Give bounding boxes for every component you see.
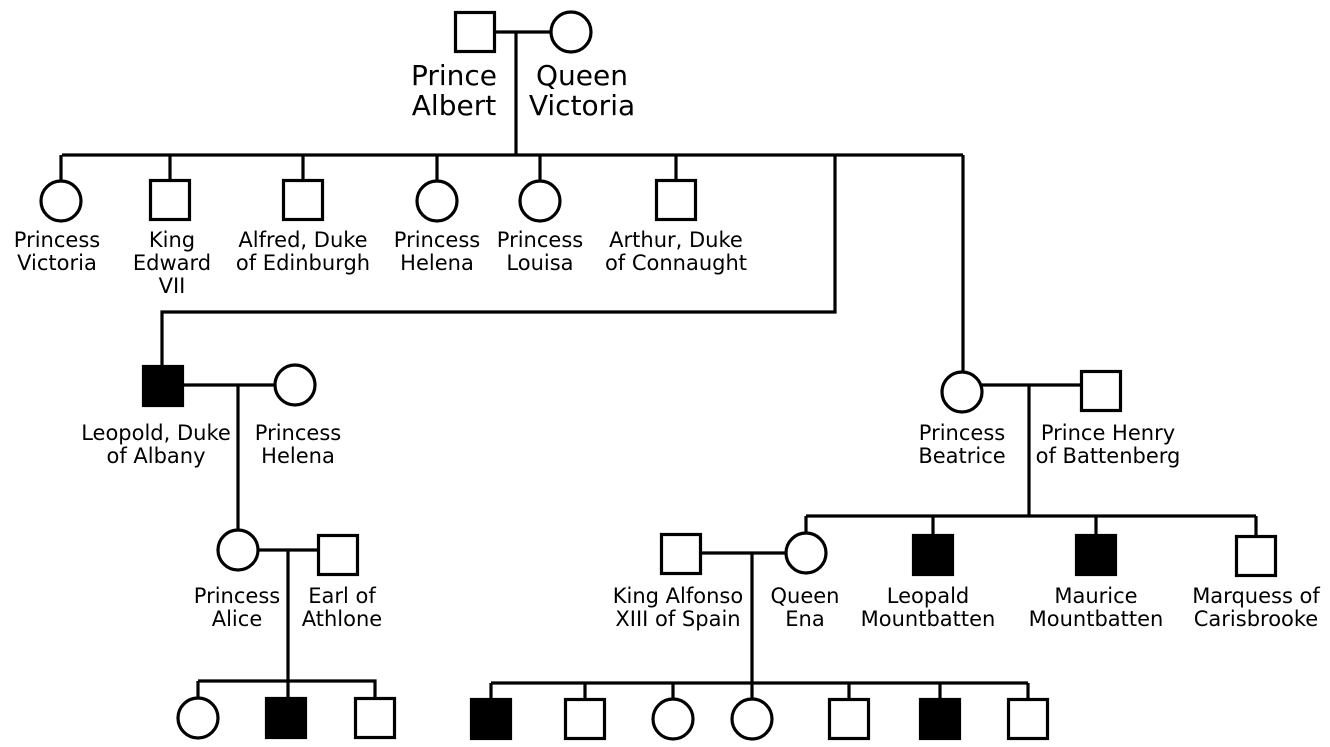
label-line: of Connaught — [605, 251, 747, 275]
spain-child-square — [827, 697, 871, 741]
person-nodes — [39, 10, 1278, 741]
label-line: Arthur, Duke — [609, 228, 743, 252]
label-line: Carisbrooke — [1194, 607, 1318, 631]
spain-child-circle — [651, 697, 695, 741]
label-line: Athlone — [302, 607, 382, 631]
label-line: Prince Henry — [1041, 421, 1175, 445]
person-helena-waldeck-circle — [273, 363, 317, 407]
label-line: VII — [159, 274, 186, 298]
label-line: King — [149, 228, 195, 252]
label-line: Prince — [411, 59, 497, 92]
label-line: Princess — [194, 584, 280, 608]
spain-child-square — [563, 697, 607, 741]
person-henry-square — [1079, 369, 1123, 413]
label-line: Helena — [400, 251, 474, 275]
label-line: Leopald — [887, 584, 969, 608]
connector-lines — [59, 30, 1258, 700]
label-line: Princess — [497, 228, 583, 252]
person-victoria-circle — [549, 10, 593, 54]
label-line: Earl of — [308, 584, 376, 608]
branch-line-leopold — [160, 155, 837, 366]
label-line: Marquess of — [1192, 584, 1320, 608]
person-helena-circle — [415, 179, 459, 223]
spain-child-square-affected — [918, 697, 962, 741]
label-line: Princess — [14, 228, 100, 252]
person-alfred-square — [281, 178, 325, 222]
label-line: of Edinburgh — [236, 251, 370, 275]
label-line: Queen — [771, 584, 840, 608]
label-line: Maurice — [1054, 584, 1137, 608]
person-edward-square — [148, 178, 192, 222]
person-ena-circle — [784, 531, 828, 575]
sibship-line-battenberg — [804, 514, 1258, 536]
person-beatrice-circle — [940, 370, 984, 414]
person-maurice-m-square-affected — [1074, 533, 1118, 577]
label-line: Alice — [212, 607, 263, 631]
label-line: Mountbatten — [861, 607, 996, 631]
label-line: Victoria — [529, 89, 635, 122]
athlone-child-circle — [176, 696, 220, 740]
label-line: Queen — [536, 59, 628, 92]
label-line: Albert — [412, 89, 496, 122]
label-line: Mountbatten — [1029, 607, 1164, 631]
person-arthur-square — [654, 178, 698, 222]
athlone-child-square — [353, 696, 397, 740]
label-line: Helena — [261, 444, 335, 468]
label-line: Princess — [255, 421, 341, 445]
label-line: of Battenberg — [1036, 444, 1181, 468]
person-alice-circle — [216, 528, 260, 572]
person-princess-victoria-circle — [39, 179, 83, 223]
label-line: Louisa — [506, 251, 573, 275]
label-line: Leopold, Duke — [81, 421, 231, 445]
person-leopold-m-square-affected — [911, 533, 955, 577]
label-line: Ena — [785, 607, 824, 631]
sibship-line-athlone — [196, 679, 377, 699]
label-line: Alfred, Duke — [238, 228, 367, 252]
label-line: Princess — [394, 228, 480, 252]
athlone-child-square-affected — [264, 696, 308, 740]
spain-child-circle — [730, 697, 774, 741]
label-line: Beatrice — [918, 444, 1005, 468]
person-albert-square — [453, 10, 497, 54]
label-line: Edward — [133, 251, 211, 275]
spain-child-square — [1006, 697, 1050, 741]
label-line: Victoria — [17, 251, 97, 275]
label-line: Princess — [919, 421, 1005, 445]
person-leopold-square-affected — [141, 364, 185, 408]
spain-child-square-affected — [469, 697, 513, 741]
person-louisa-circle — [518, 179, 562, 223]
label-line: King Alfonso — [613, 584, 743, 608]
person-athlone-square — [316, 533, 360, 577]
person-alfonso-square — [659, 532, 703, 576]
person-carisbrooke-square — [1234, 534, 1278, 578]
sibship-line-spain — [489, 681, 1030, 700]
label-line: XIII of Spain — [615, 607, 740, 631]
label-line: of Albany — [106, 444, 205, 468]
